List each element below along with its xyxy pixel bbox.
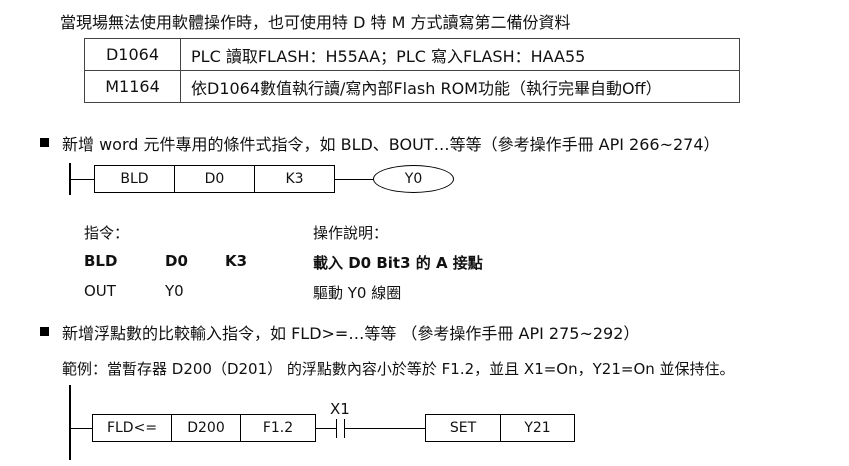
contact-bar-right [344,419,345,438]
desc-header: 操作說明： [313,224,389,242]
register-description: PLC 讀取FLASH：H55AA；PLC 寫入FLASH：HAA55 [180,38,740,71]
ladder1-bit: K3 [254,165,335,193]
ladder1-instr: BLD [94,165,175,193]
table-row: D1064 PLC 讀取FLASH：H55AA；PLC 寫入FLASH：HAA5… [84,38,740,71]
ladder2-set: SET [425,414,501,442]
register-code: D1064 [84,38,181,71]
bullet-icon [40,327,49,336]
section1-heading: 新增 word 元件專用的條件式指令，如 BLD、BOUT…等等（參考操作手冊 … [62,135,720,154]
ladder2-instr: FLD<= [92,414,172,442]
ladder1-device: D0 [174,165,255,193]
register-description: 依D1064數值執行讀/寫內部Flash ROM功能（執行完畢自動Off） [180,70,740,103]
instr-mnemonic: BLD [84,252,118,270]
instr-operand: K3 [225,252,248,270]
section2-heading: 新增浮點數的比較輸入指令，如 FLD>=…等等 （參考操作手冊 API 275~… [62,324,640,343]
ladder1-coil: Y0 [373,165,454,193]
ladder1-wire [70,179,94,180]
instr-operand: Y0 [165,282,184,300]
ladder2-operand2: F1.2 [240,414,316,442]
ladder2-wire [316,428,336,429]
ladder2-target: Y21 [500,414,575,442]
ladder1-wire [335,179,373,180]
contact-label: X1 [330,400,350,418]
ladder2-power-rail [69,385,71,460]
instr-operand: D0 [165,252,188,270]
instr-description: 驅動 Y0 線圈 [313,284,402,302]
ladder2-wire [345,428,425,429]
table-row: M1164 依D1064數值執行讀/寫內部Flash ROM功能（執行完畢自動O… [84,70,740,103]
ladder2-operand1: D200 [171,414,241,442]
ladder2-wire [70,428,92,429]
instr-description: 載入 D0 Bit3 的 A 接點 [313,254,483,272]
contact-bar-left [336,419,337,438]
instr-mnemonic: OUT [84,282,116,300]
backup-register-table: D1064 PLC 讀取FLASH：H55AA；PLC 寫入FLASH：HAA5… [84,38,740,103]
bullet-icon [40,138,49,147]
instr-header: 指令： [84,224,130,242]
intro-text: 當現場無法使用軟體操作時，也可使用特 D 特 M 方式讀寫第二備份資料 [60,13,571,32]
register-code: M1164 [84,70,181,103]
section2-example: 範例：當暫存器 D200（D201） 的浮點數內容小於等於 F1.2，並且 X1… [62,360,735,378]
